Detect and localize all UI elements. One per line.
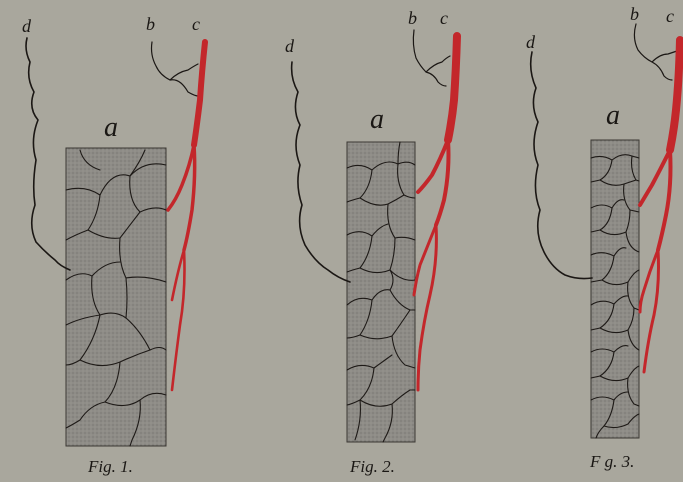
- label-c-fig1: c: [192, 14, 200, 34]
- figure-1: d b c a Fig. 1.: [22, 14, 205, 476]
- tissue-block-fig1: [66, 148, 166, 446]
- tissue-block-fig2: [347, 142, 415, 442]
- tissue-block-fig3: [591, 140, 639, 438]
- label-a-fig3: a: [606, 100, 620, 131]
- figure-2: d b c a Fig. 2.: [285, 8, 457, 476]
- label-d-fig1: d: [22, 16, 32, 36]
- nerve-b-fig2: [413, 30, 446, 86]
- caption-fig3: F g. 3.: [589, 452, 634, 471]
- label-d-fig3: d: [526, 32, 536, 52]
- figure-3: d b c a F g. 3.: [526, 4, 680, 471]
- label-a-fig1: a: [104, 112, 118, 143]
- vessel-c-fig3: [640, 40, 680, 372]
- label-d-fig2: d: [285, 36, 295, 56]
- label-a-fig2: a: [370, 104, 384, 135]
- caption-fig1: Fig. 1.: [87, 457, 133, 476]
- label-c-fig2: c: [440, 8, 448, 28]
- nerve-d-fig2: [292, 62, 350, 282]
- label-b-fig2: b: [408, 8, 417, 28]
- vessel-c-fig2: [414, 36, 457, 390]
- label-b-fig1: b: [146, 14, 155, 34]
- vessel-c-fig1: [168, 42, 205, 390]
- caption-fig2: Fig. 2.: [349, 457, 395, 476]
- nerve-b-fig1: [152, 42, 199, 96]
- nerve-d-fig3: [531, 52, 592, 279]
- nerve-b-fig3: [634, 24, 672, 80]
- nerve-d-fig1: [26, 38, 70, 270]
- label-b-fig3: b: [630, 4, 639, 24]
- label-c-fig3: c: [666, 6, 674, 26]
